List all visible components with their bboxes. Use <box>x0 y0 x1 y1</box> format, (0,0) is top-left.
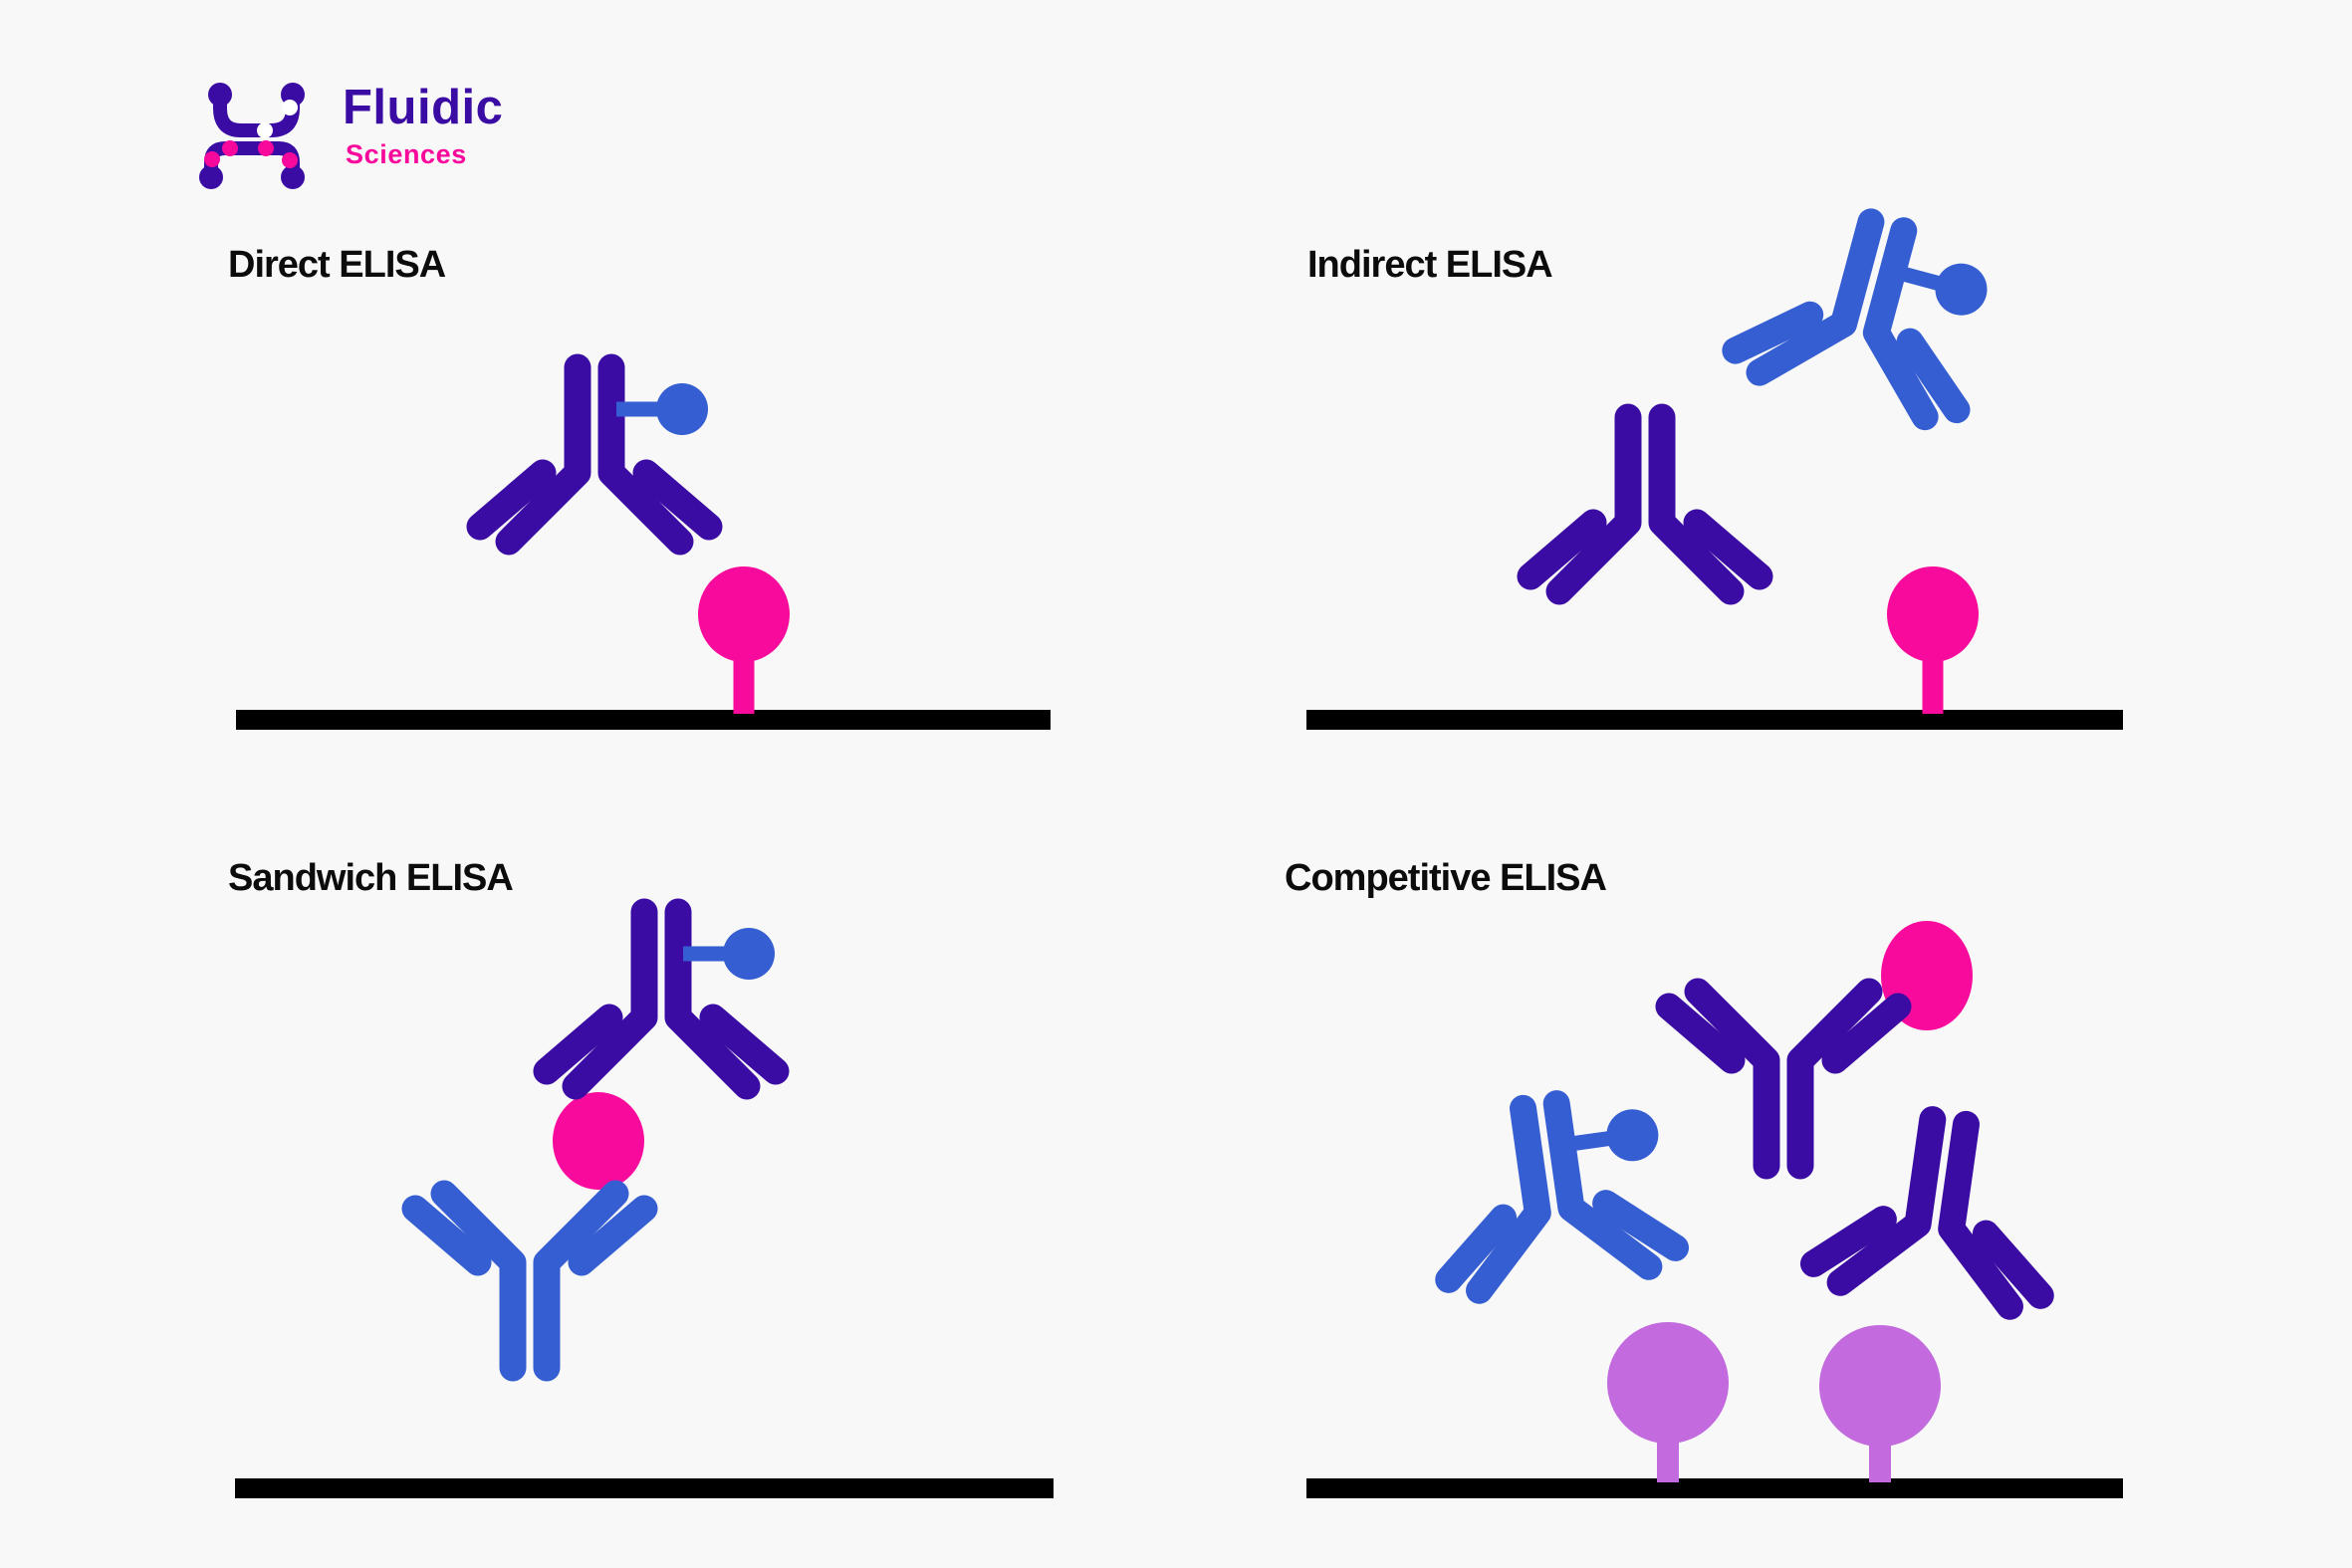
competitive-immobilized-antigen-1-icon <box>1607 1322 1729 1482</box>
fluidic-logo-icon <box>199 83 305 189</box>
competitive-immobilized-antigen-2-icon <box>1819 1325 1941 1482</box>
direct-antigen-icon <box>698 566 790 714</box>
sandwich-detection-antibody-icon <box>533 898 790 1100</box>
quadrant-title-direct: Direct ELISA <box>228 244 446 286</box>
logo-sub-text: Sciences <box>346 139 467 169</box>
competitive-labeled-antibody-icon <box>1435 1090 1690 1304</box>
indirect-secondary-antibody-enzyme-icon <box>1935 263 1988 316</box>
quadrant-title-sandwich: Sandwich ELISA <box>228 857 514 899</box>
direct-surface-line <box>236 710 1051 730</box>
indirect-surface-line <box>1306 710 2123 730</box>
competitive-surface-line <box>1306 1478 2123 1498</box>
logo-brand-text: Fluidic <box>343 81 504 134</box>
sandwich-surface-line <box>235 1478 1054 1498</box>
sandwich-antigen-icon <box>553 1092 644 1190</box>
direct-detection-antibody-enzyme-icon <box>656 383 708 435</box>
competitive-antibody-down-icon <box>1799 1106 2054 1320</box>
competitive-antibody-up-icon <box>1655 978 1912 1180</box>
logo-wordmark: Fluidic Sciences <box>343 84 503 168</box>
indirect-secondary-antibody-icon <box>1722 208 1988 431</box>
sandwich-capture-antibody-icon <box>401 1180 658 1382</box>
indirect-antigen-icon <box>1887 566 1979 714</box>
direct-detection-antibody-icon <box>466 353 723 556</box>
sandwich-detection-antibody-enzyme-icon <box>723 928 775 980</box>
indirect-primary-antibody-icon <box>1517 403 1773 605</box>
quadrant-title-competitive: Competitive ELISA <box>1285 857 1607 899</box>
competitive-labeled-antibody-enzyme-icon <box>1606 1109 1659 1162</box>
quadrant-title-indirect: Indirect ELISA <box>1307 244 1553 286</box>
